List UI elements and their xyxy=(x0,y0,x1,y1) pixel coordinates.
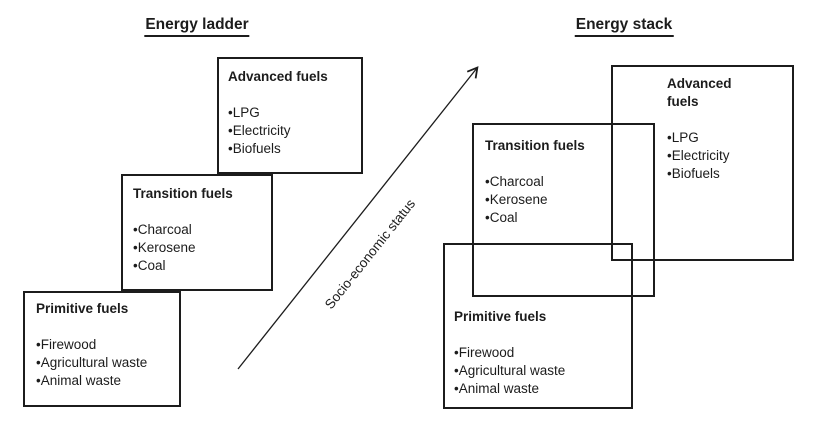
fuel-item: LPG xyxy=(228,104,357,122)
energy-stack-title: Energy stack xyxy=(574,16,674,37)
fuel-item: Kerosene xyxy=(133,239,267,257)
stack-advanced-fuels-box: Advanced fuels LPG Electricity Biofuels xyxy=(611,65,794,261)
box-title: Advanced fuels xyxy=(667,76,732,109)
ladder-transition-fuels-box: Transition fuels Charcoal Kerosene Coal xyxy=(121,174,273,291)
fuel-list: Charcoal Kerosene Coal xyxy=(133,221,267,275)
fuel-item: Biofuels xyxy=(228,140,357,158)
fuel-list: Charcoal Kerosene Coal xyxy=(485,173,649,227)
fuel-list: Firewood Agricultural waste Animal waste xyxy=(454,344,627,398)
fuel-list: LPG Electricity Biofuels xyxy=(228,104,357,158)
fuel-item: Agricultural waste xyxy=(454,362,627,380)
fuel-item: Charcoal xyxy=(485,173,649,191)
ladder-primitive-fuels-box: Primitive fuels Firewood Agricultural wa… xyxy=(23,291,181,407)
fuel-item: Electricity xyxy=(667,147,788,165)
energy-ladder-title: Energy ladder xyxy=(144,16,250,37)
fuel-item: Firewood xyxy=(36,336,175,354)
box-title: Transition fuels xyxy=(485,138,585,153)
box-title: Primitive fuels xyxy=(454,309,547,324)
fuel-item: Coal xyxy=(133,257,267,275)
box-title: Primitive fuels xyxy=(36,301,129,316)
fuel-item: Electricity xyxy=(228,122,357,140)
ladder-advanced-fuels-box: Advanced fuels LPG Electricity Biofuels xyxy=(217,57,363,174)
fuel-item: Animal waste xyxy=(454,380,627,398)
fuel-item: Agricultural waste xyxy=(36,354,175,372)
fuel-list: Firewood Agricultural waste Animal waste xyxy=(36,336,175,390)
fuel-list: LPG Electricity Biofuels xyxy=(667,129,788,183)
socio-economic-status-label: Socio-economic status xyxy=(321,196,419,312)
fuel-item: Biofuels xyxy=(667,165,788,183)
stack-primitive-fuels-box: Primitive fuels Firewood Agricultural wa… xyxy=(443,243,633,409)
stack-transition-fuels-box: Transition fuels Charcoal Kerosene Coal xyxy=(472,123,655,297)
box-title: Transition fuels xyxy=(133,186,233,201)
fuel-item: Charcoal xyxy=(133,221,267,239)
fuel-item: Kerosene xyxy=(485,191,649,209)
fuel-item: Firewood xyxy=(454,344,627,362)
box-title: Advanced fuels xyxy=(228,69,328,84)
fuel-item: LPG xyxy=(667,129,788,147)
fuel-item: Coal xyxy=(485,209,649,227)
fuel-item: Animal waste xyxy=(36,372,175,390)
